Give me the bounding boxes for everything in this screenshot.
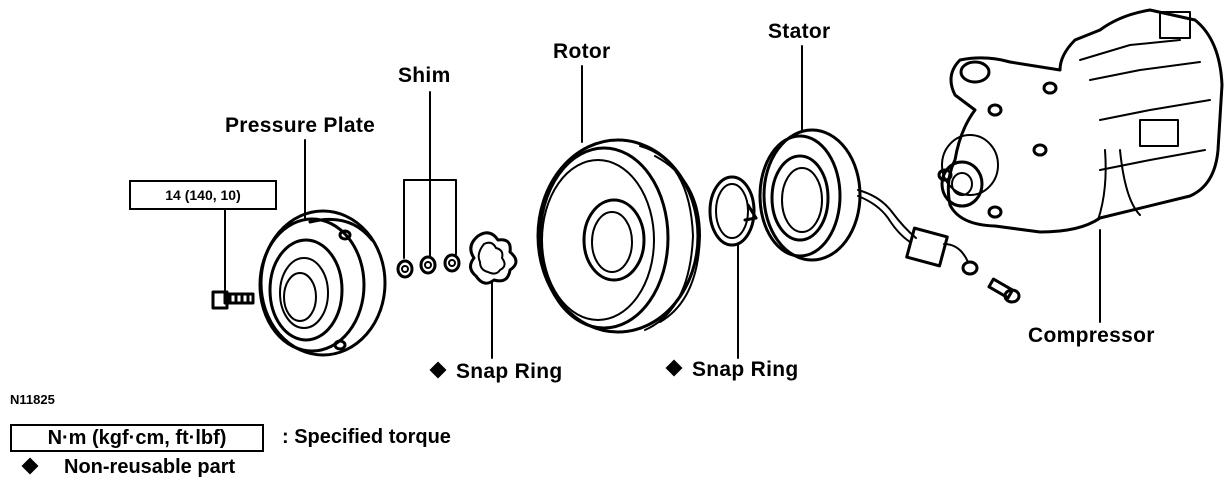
bolt-part xyxy=(211,290,255,310)
compressor-part xyxy=(937,8,1224,234)
shim-parts xyxy=(396,253,461,279)
snap-ring-2-part xyxy=(708,175,758,247)
diamond-icon xyxy=(665,359,683,377)
rotor-label: Rotor xyxy=(553,40,611,63)
snap-ring-2-label: Snap Ring xyxy=(665,358,799,382)
stator-part xyxy=(758,128,862,262)
legend-nonreusable: Non-reusable part xyxy=(21,456,236,479)
legend-torque-desc: : Specified torque xyxy=(282,426,451,448)
stator-label: Stator xyxy=(768,20,831,43)
pressure-plate-part xyxy=(258,209,387,357)
shim-label: Shim xyxy=(398,64,451,87)
rotor-part xyxy=(536,138,701,334)
diamond-icon xyxy=(21,457,39,475)
compressor-label: Compressor xyxy=(1028,324,1155,347)
torque-spec-box: 14 (140, 10) xyxy=(129,180,277,210)
snap-ring-1-part xyxy=(469,231,518,285)
snap-ring-1-text: Snap Ring xyxy=(456,360,563,383)
pressure-plate-label: Pressure Plate xyxy=(225,114,376,137)
figure-id: N11825 xyxy=(10,392,55,407)
snap-ring-2-text: Snap Ring xyxy=(692,358,799,381)
diamond-icon xyxy=(429,361,447,379)
snap-ring-1-label: Snap Ring xyxy=(429,360,563,384)
legend-nonreusable-text: Non-reusable part xyxy=(64,456,236,478)
leader-lines xyxy=(224,45,1101,359)
legend-torque-box: N·m (kgf·cm, ft·lbf) xyxy=(10,424,264,452)
screw-part xyxy=(987,277,1021,304)
stator-wire-part xyxy=(857,189,979,276)
